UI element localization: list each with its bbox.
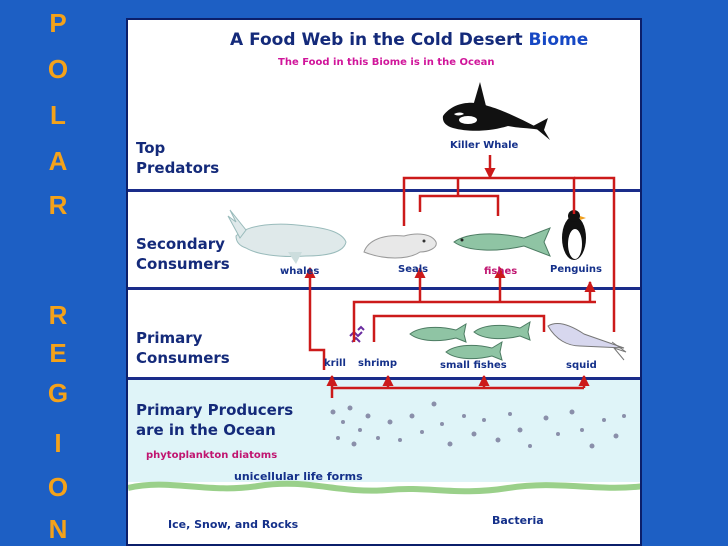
side-letter: G: [47, 378, 69, 408]
phytoplankton-icon: [330, 401, 626, 449]
side-letter: O: [47, 54, 69, 84]
label-seals: Seals: [398, 264, 429, 275]
title-accent: Biome: [528, 30, 589, 50]
fish-icon: [453, 227, 551, 257]
side-letter: R: [48, 190, 68, 220]
tier-divider: [128, 189, 640, 192]
label-fishes: fishes: [484, 266, 518, 277]
food-web-panel: A Food Web in the Cold Desert Biome The …: [126, 18, 642, 546]
food-web-diagram: [128, 82, 640, 495]
side-letter: N: [48, 514, 68, 544]
side-letter: I: [54, 428, 62, 458]
label-unicellular: unicellular life forms: [234, 470, 363, 483]
squid-icon: [547, 323, 627, 361]
food-web-arrows: [304, 155, 616, 398]
side-letter: O: [47, 472, 69, 502]
killer-whale-icon: [442, 82, 550, 140]
small-fish-icon: [409, 320, 531, 361]
label-penguins: Penguins: [550, 264, 603, 275]
side-letter: A: [48, 146, 68, 176]
whale-icon: [227, 209, 347, 264]
seafloor-line: [128, 480, 640, 495]
side-letter: R: [48, 300, 68, 330]
label-squid: squid: [566, 360, 597, 371]
label-small-fishes: small fishes: [440, 360, 507, 371]
label-shrimp: shrimp: [358, 358, 398, 369]
label-ice-snow-rocks: Ice, Snow, and Rocks: [168, 518, 299, 531]
label-phytoplankton: phytoplankton diatoms: [146, 450, 278, 461]
label-whales: whales: [280, 266, 320, 277]
side-letter: L: [50, 100, 66, 130]
label-killer-whale: Killer Whale: [450, 140, 519, 151]
label-krill: krill: [324, 358, 346, 369]
diagram-title: A Food Web in the Cold Desert Biome: [230, 30, 588, 50]
penguin-icon: [562, 210, 586, 260]
tier-divider: [128, 287, 640, 290]
side-letter: P: [49, 8, 67, 38]
title-text: A Food Web in the Cold Desert: [230, 30, 523, 50]
side-letter: E: [49, 338, 67, 368]
krill-icon: [349, 325, 365, 343]
diagram-subtitle: The Food in this Biome is in the Ocean: [278, 57, 495, 68]
seal-icon: [363, 233, 437, 259]
label-bacteria: Bacteria: [492, 514, 544, 527]
